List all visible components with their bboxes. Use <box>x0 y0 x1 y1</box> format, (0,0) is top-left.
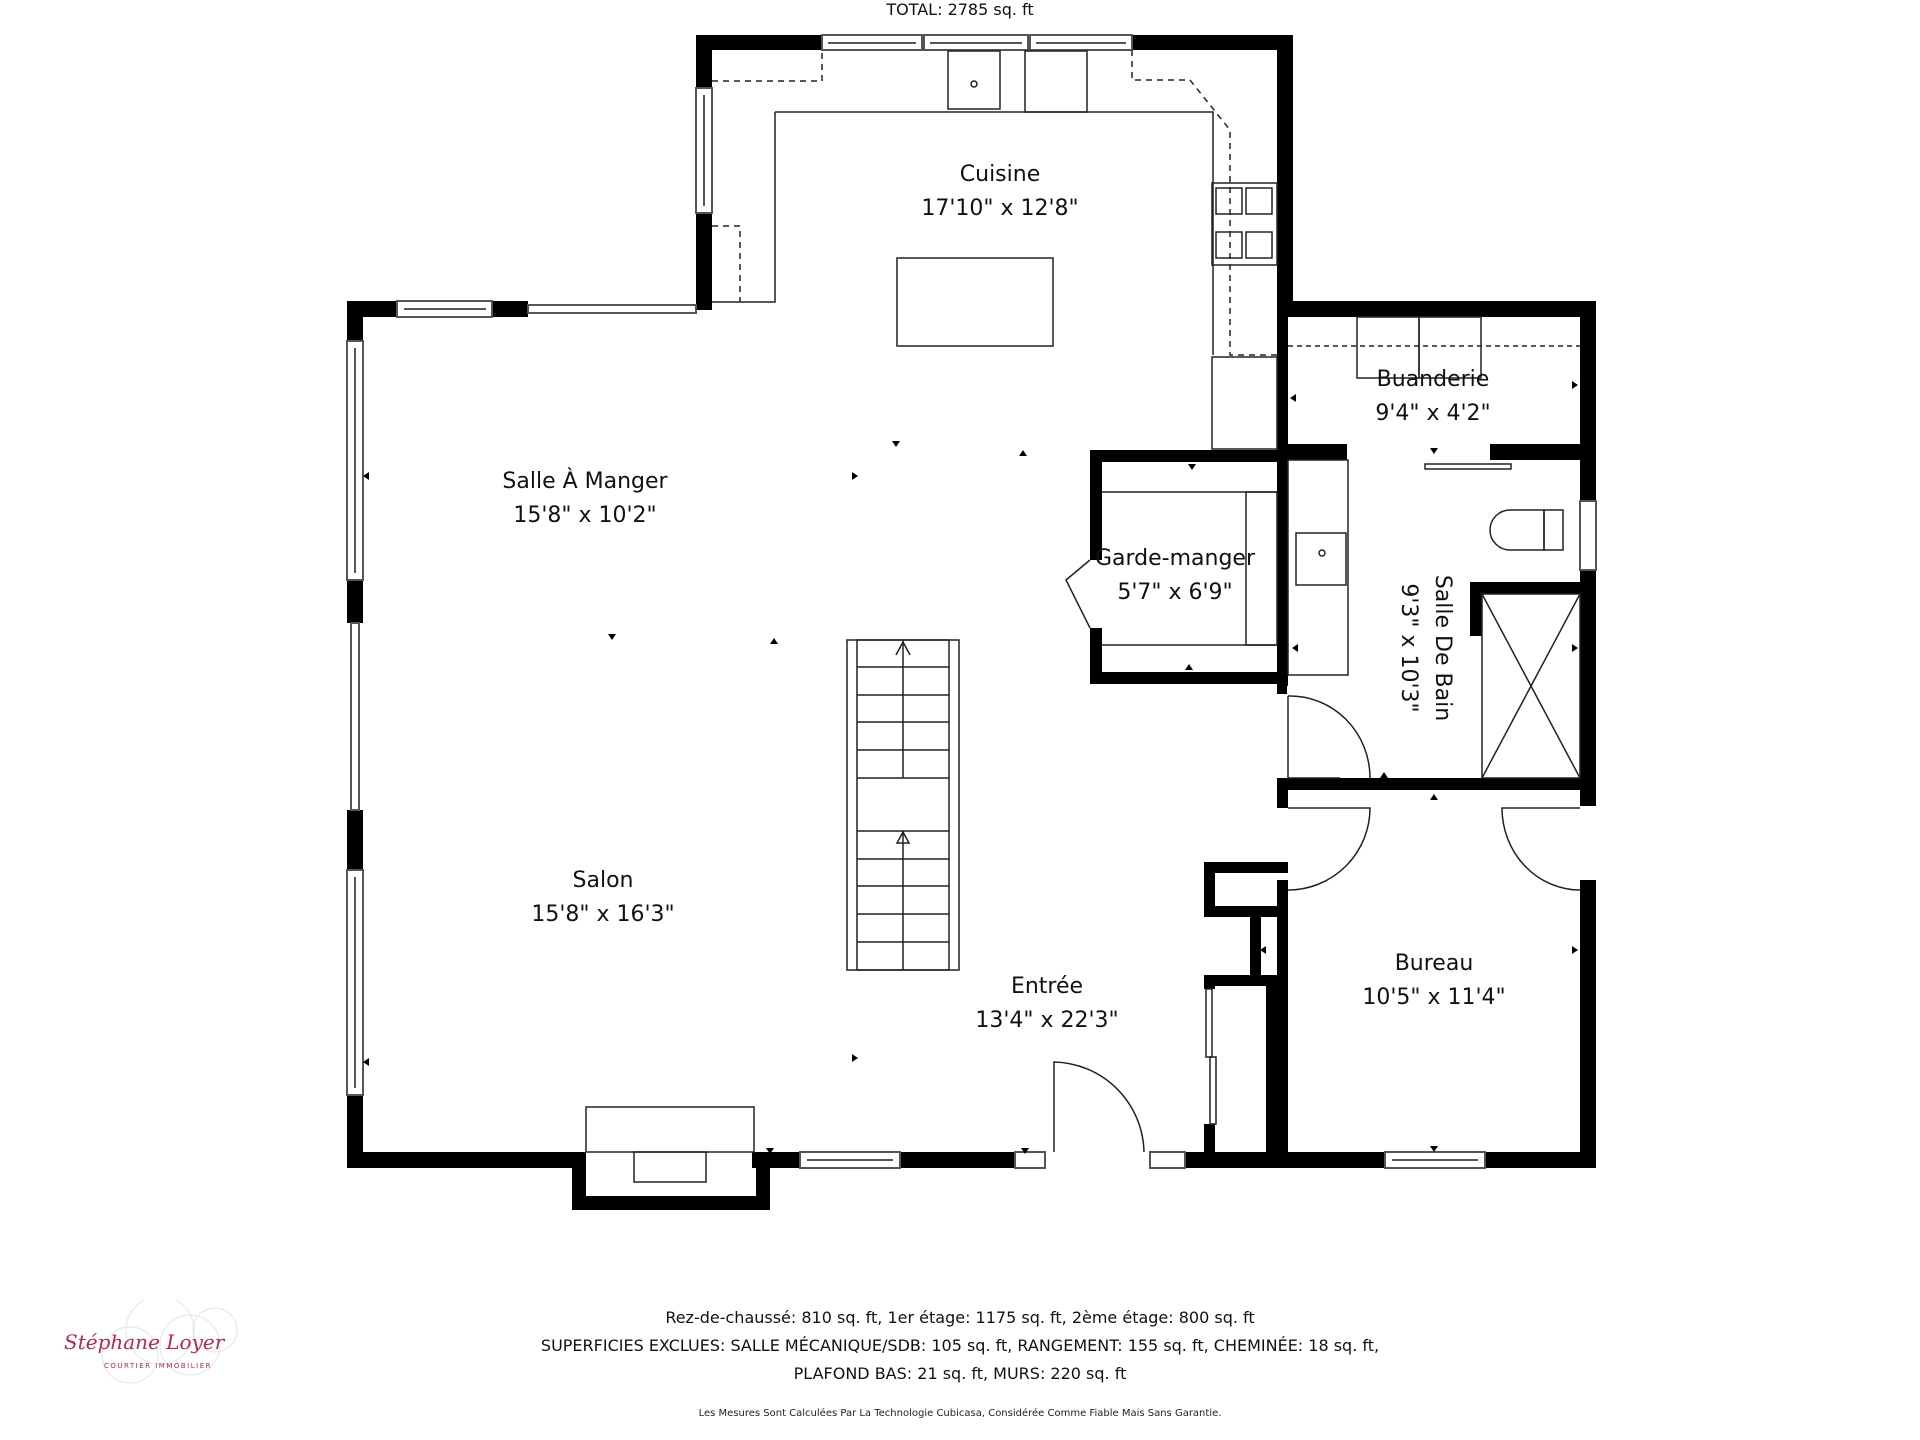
room-entree: Entrée 13'4" x 22'3" <box>975 970 1118 1038</box>
logo-signature: Stéphane Loyer <box>64 1330 225 1354</box>
room-cuisine: Cuisine 17'10" x 12'8" <box>921 158 1078 226</box>
room-bureau: Bureau 10'5" x 11'4" <box>1362 947 1505 1015</box>
room-name: Garde-manger <box>1094 546 1256 571</box>
dimension-markers <box>363 381 1578 1154</box>
logo-subtitle: COURTIER IMMOBILIER <box>104 1362 212 1370</box>
floor-areas: Rez-de-chaussé: 810 sq. ft, 1er étage: 1… <box>665 1308 1255 1327</box>
room-salle-de-bain: Salle De Bain 9'3" x 10'3" <box>1391 575 1459 721</box>
room-name: Buanderie <box>1376 367 1490 392</box>
room-dims: 9'4" x 4'2" <box>1375 401 1491 426</box>
room-garde-manger: Garde-manger 5'7" x 6'9" <box>1095 542 1255 610</box>
room-name: Cuisine <box>959 162 1041 187</box>
room-name: Salle De Bain <box>1430 574 1455 722</box>
room-name: Salle À Manger <box>502 469 668 494</box>
logo-circles-icon <box>101 1300 238 1384</box>
walls <box>347 35 1596 1210</box>
total-area: TOTAL: 2785 sq. ft <box>886 0 1034 19</box>
room-name: Salon <box>572 868 634 893</box>
room-dims: 10'5" x 11'4" <box>1362 985 1506 1010</box>
room-dims: 13'4" x 22'3" <box>975 1008 1119 1033</box>
room-dims: 9'3" x 10'3" <box>1396 583 1421 713</box>
room-salon: Salon 15'8" x 16'3" <box>531 864 674 932</box>
disclaimer: Les Mesures Sont Calculées Par La Techno… <box>698 1408 1222 1419</box>
room-name: Bureau <box>1394 951 1474 976</box>
room-dims: 15'8" x 16'3" <box>531 902 675 927</box>
excluded-areas-line2: PLAFOND BAS: 21 sq. ft, MURS: 220 sq. ft <box>793 1364 1127 1383</box>
room-dims: 17'10" x 12'8" <box>921 196 1079 221</box>
excluded-areas-line1: SUPERFICIES EXCLUES: SALLE MÉCANIQUE/SDB… <box>540 1336 1380 1355</box>
room-salle-a-manger: Salle À Manger 15'8" x 10'2" <box>502 465 667 533</box>
fixtures <box>585 50 1581 1183</box>
broker-logo: Stéphane Loyer COURTIER IMMOBILIER <box>40 1300 260 1400</box>
windows <box>346 34 1597 1169</box>
room-buanderie: Buanderie 9'4" x 4'2" <box>1375 363 1490 431</box>
room-name: Entrée <box>1010 974 1084 999</box>
room-dims: 15'8" x 10'2" <box>513 503 657 528</box>
room-dims: 5'7" x 6'9" <box>1117 580 1233 605</box>
